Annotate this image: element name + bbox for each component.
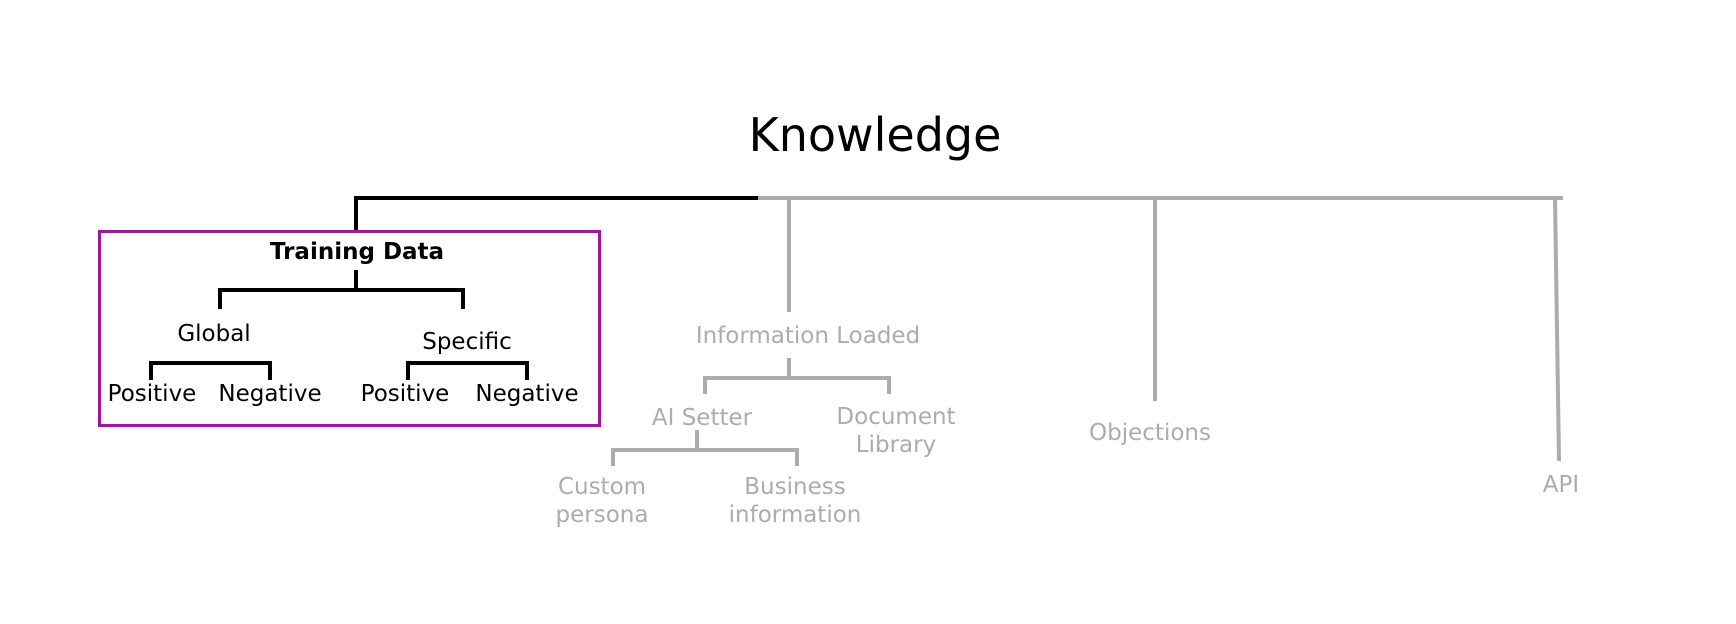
node-global: Global	[177, 321, 251, 347]
node-business-information: Business information	[728, 474, 862, 528]
node-custom-persona: Custom persona	[555, 474, 649, 528]
node-specific-positive: Positive	[360, 381, 450, 407]
node-objections: Objections	[1089, 420, 1211, 446]
training-data-highlight-box	[98, 230, 601, 427]
node-information-loaded: Information Loaded	[695, 323, 921, 349]
node-api: API	[1542, 472, 1580, 498]
node-ai-setter: AI Setter	[651, 405, 753, 431]
root-title-knowledge: Knowledge	[748, 108, 1002, 162]
node-specific: Specific	[422, 329, 512, 355]
node-training-data: Training Data	[269, 239, 445, 265]
node-document-library: Document Library	[836, 404, 956, 458]
node-global-positive: Positive	[107, 381, 197, 407]
node-global-negative: Negative	[218, 381, 322, 407]
api-drop	[1553, 197, 1561, 462]
node-specific-negative: Negative	[475, 381, 579, 407]
